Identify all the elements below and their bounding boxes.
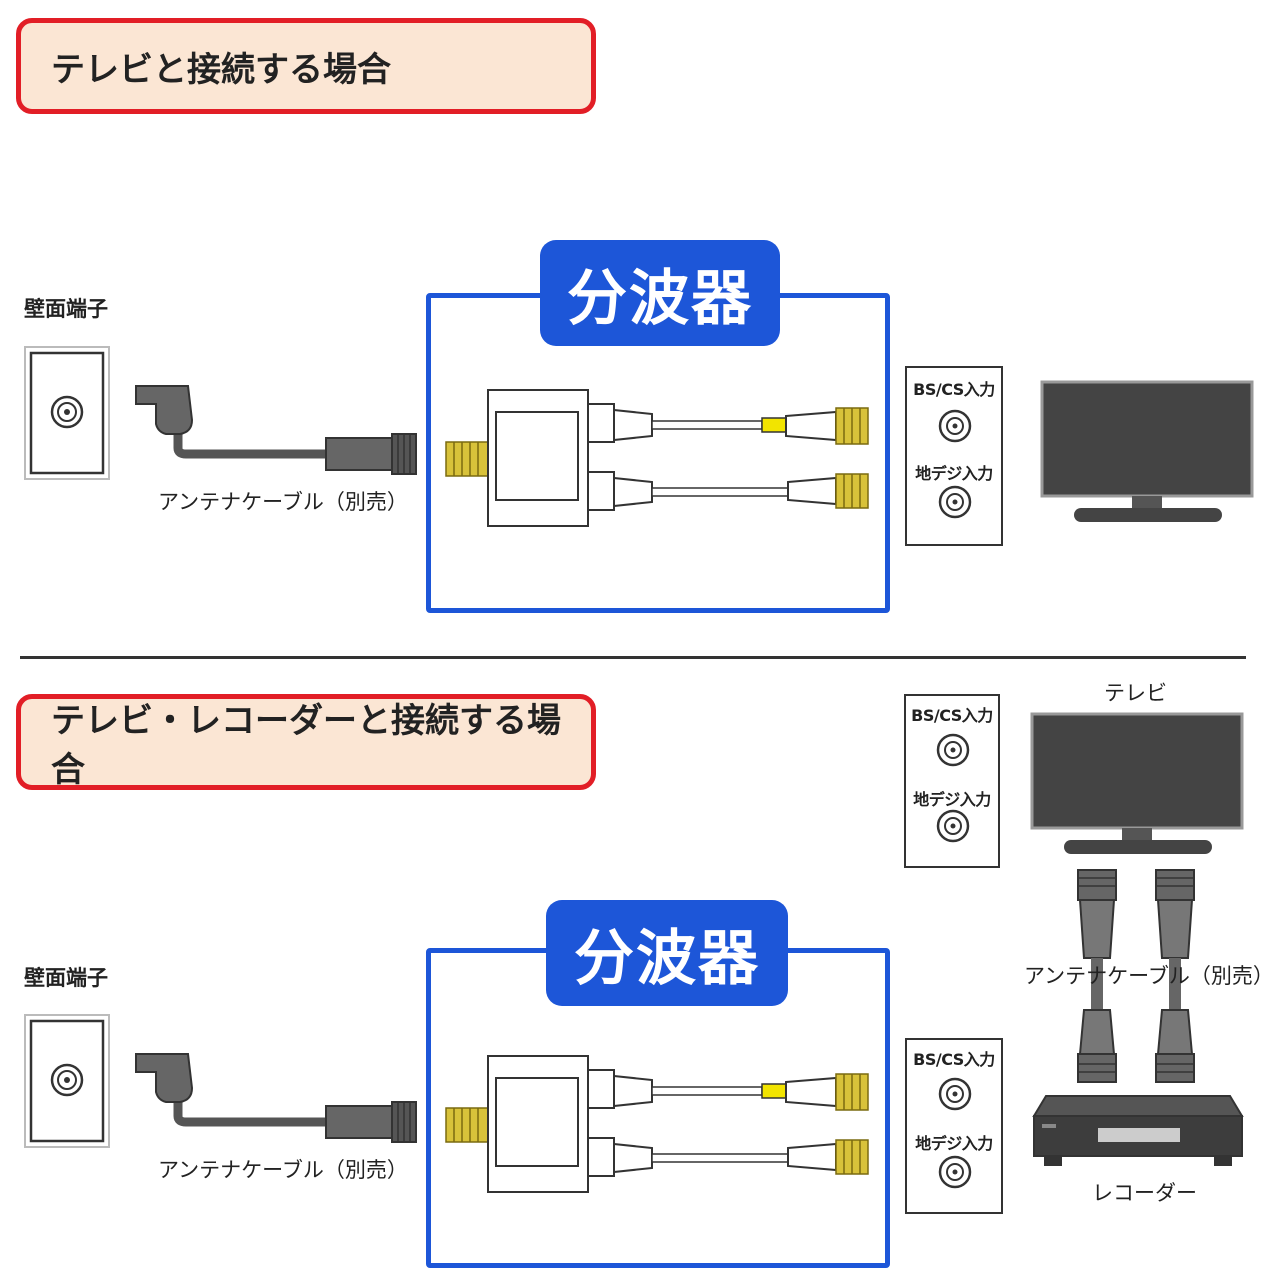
antenna-cable-icon-2 (135, 1053, 417, 1143)
terrestrial-input-label: 地デジ入力 (915, 464, 993, 483)
wall-outlet-icon-2 (24, 1014, 110, 1148)
recorder-terrestrial-port-icon (938, 1155, 972, 1189)
tv-terrestrial-port-icon (936, 809, 970, 843)
tv-input-panel: BS/CS入力 地デジ入力 (905, 366, 1003, 546)
splitter-label: 分波器 (540, 240, 780, 346)
tv-label: テレビ (1104, 681, 1167, 705)
bs-cs-port-icon (938, 409, 972, 443)
tv-input-panel-2: BS/CS入力 地デジ入力 (904, 694, 1000, 868)
recorder-terrestrial-input-label: 地デジ入力 (915, 1134, 993, 1153)
recorder-label: レコーダー (1092, 1181, 1197, 1205)
tv-bs-cs-input-label: BS/CS入力 (911, 706, 993, 725)
antenna-cable-label: アンテナケーブル（別売） (158, 490, 408, 514)
tv-recorder-cables-icon (1077, 869, 1195, 1083)
recorder-input-panel: BS/CS入力 地デジ入力 (905, 1038, 1003, 1214)
tv-terrestrial-input-label: 地デジ入力 (913, 790, 991, 809)
section-header-tv: テレビと接続する場合 (16, 18, 596, 114)
splitter-label-2: 分波器 (546, 900, 788, 1006)
bs-cs-input-label: BS/CS入力 (913, 380, 995, 399)
tv-icon (1040, 380, 1254, 522)
wall-outlet-icon (24, 346, 110, 480)
tv-bs-cs-port-icon (936, 733, 970, 767)
terrestrial-port-icon (938, 485, 972, 519)
wall-outlet-label: 壁面端子 (24, 297, 108, 321)
section-header-tv-recorder: テレビ・レコーダーと接続する場合 (16, 694, 596, 790)
tv-icon-2 (1030, 712, 1244, 854)
splitter-device-icon (445, 389, 869, 527)
recorder-bs-cs-port-icon (938, 1077, 972, 1111)
recorder-bs-cs-input-label: BS/CS入力 (913, 1050, 995, 1069)
tv-recorder-cable-label: アンテナケーブル（別売） (1024, 964, 1274, 988)
antenna-cable-icon (135, 385, 417, 475)
antenna-cable-label-2: アンテナケーブル（別売） (158, 1158, 408, 1182)
splitter-device-icon-2 (445, 1055, 869, 1193)
section-divider (20, 656, 1246, 659)
recorder-icon (1032, 1095, 1244, 1166)
wall-outlet-label-2: 壁面端子 (24, 966, 108, 990)
